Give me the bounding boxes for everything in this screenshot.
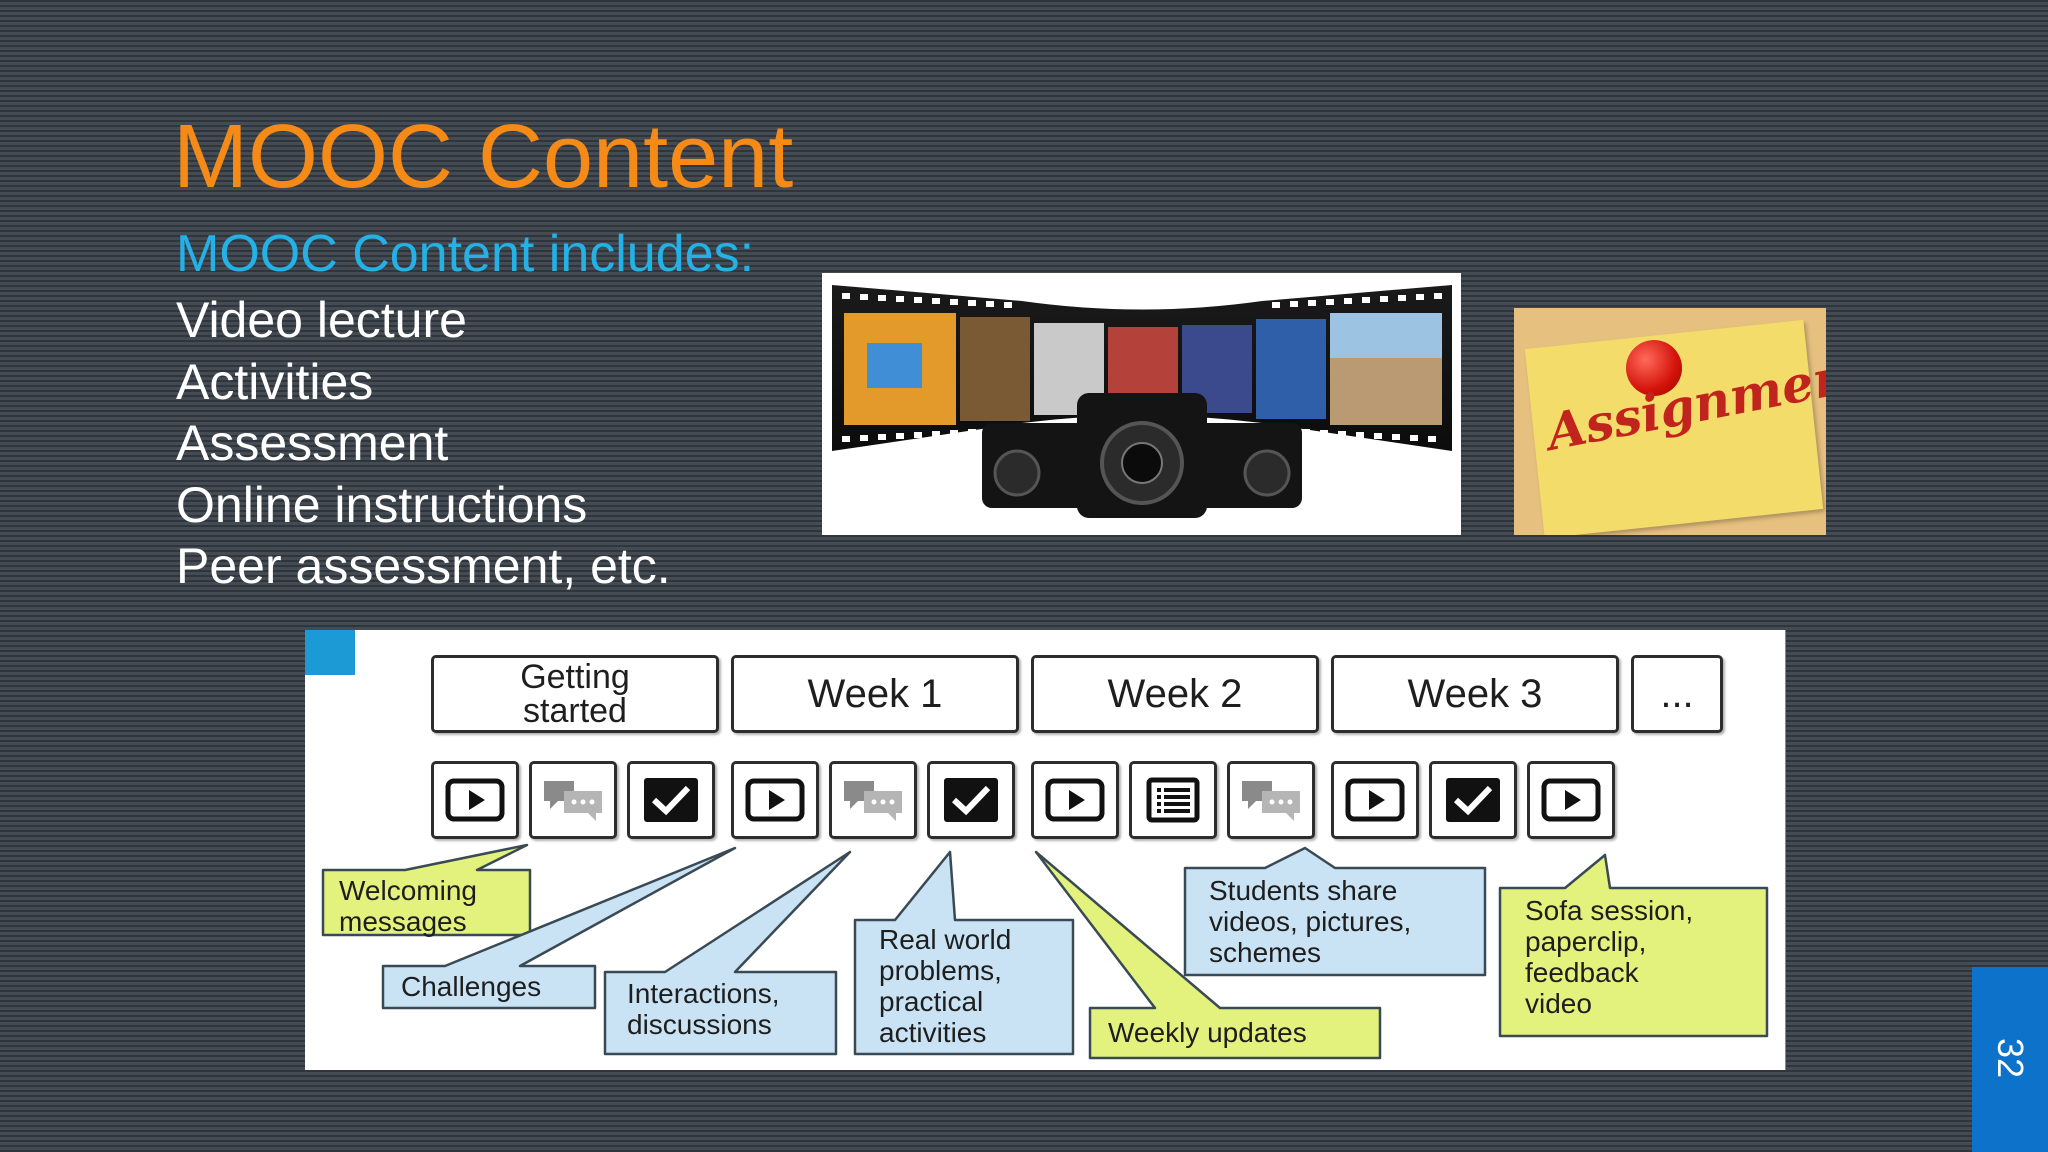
- list-item-activities: Activities: [176, 353, 374, 410]
- callout-line: activities: [879, 1017, 987, 1048]
- video-icon: [731, 761, 819, 839]
- chat-icon: [529, 761, 617, 839]
- tab-line: started: [523, 692, 627, 730]
- content-list: Video lecture Activities Assessment Onli…: [176, 290, 671, 598]
- callout-students-text: Students share videos, pictures, schemes: [1209, 875, 1411, 968]
- welcoming-callout: [321, 843, 532, 937]
- check-icon: [627, 761, 715, 839]
- callout-line: Real world: [879, 924, 1012, 955]
- check-icon: [927, 761, 1015, 839]
- interactions-callout: [603, 850, 852, 1056]
- callout-line: Welcoming: [339, 875, 477, 906]
- list-item-video-lecture: Video lecture: [176, 292, 467, 348]
- callout-line: video: [1525, 988, 1592, 1019]
- video-icon: [1527, 761, 1615, 839]
- callout-line: feedback: [1525, 957, 1639, 988]
- sofa-session-callout: [1498, 853, 1769, 1038]
- tab-week-1: Week 1: [731, 655, 1019, 733]
- chat-icon: [829, 761, 917, 839]
- callout-challenges-text: Challenges: [401, 971, 542, 1002]
- slide-title: MOOC Content: [173, 107, 794, 207]
- video-icon: [1031, 761, 1119, 839]
- callout-line: schemes: [1209, 937, 1322, 968]
- callout-welcoming-text: Welcoming messages: [339, 875, 477, 937]
- corner-accent: [305, 630, 355, 675]
- callout-line: messages: [339, 906, 467, 937]
- video-icon: [431, 761, 519, 839]
- video-icon: [1331, 761, 1419, 839]
- check-icon: [1429, 761, 1517, 839]
- weekly-updates-callout: [1034, 850, 1382, 1060]
- list-icon: [1129, 761, 1217, 839]
- callout-line: Interactions,: [627, 978, 780, 1009]
- callout-line: paperclip,: [1525, 926, 1647, 957]
- chat-icon: [1227, 761, 1315, 839]
- list-item-assessment: Assessment: [176, 415, 449, 471]
- callout-line: problems,: [879, 955, 1002, 986]
- callout-shapes: [321, 843, 1769, 1060]
- challenges-callout: [381, 846, 737, 1010]
- tab-more: ...: [1631, 655, 1723, 733]
- push-pin-icon: [1626, 340, 1682, 396]
- callout-line: Students share: [1209, 875, 1398, 906]
- callout-line: Sofa session,: [1525, 895, 1694, 926]
- students-callout: [1183, 846, 1487, 977]
- list-item-peer-assessment: Peer assessment, etc.: [176, 538, 671, 594]
- film-strip-cameras-image: [822, 273, 1461, 535]
- page-number-tab: 32: [1972, 967, 2048, 1152]
- callout-line: discussions: [627, 1009, 772, 1040]
- callout-weekly-updates-text: Weekly updates: [1108, 1017, 1307, 1048]
- callout-real-world-text: Real world problems, practical activitie…: [879, 924, 1011, 1048]
- slide-subtitle: MOOC Content includes:: [176, 225, 755, 283]
- real-world-callout: [853, 850, 1075, 1056]
- list-item-online-instructions: Online instructions: [176, 476, 588, 533]
- tab-week-2: Week 2: [1031, 655, 1319, 733]
- tab-line: Getting: [520, 658, 630, 696]
- tab-week-3: Week 3: [1331, 655, 1619, 733]
- callout-line: practical: [879, 986, 984, 1017]
- page-number: 32: [1989, 1037, 2031, 1079]
- callout-line: videos, pictures,: [1209, 906, 1412, 937]
- callout-sofa-session-text: Sofa session, paperclip, feedback video: [1525, 895, 1693, 1019]
- assignment-note-image: Assignment: [1514, 308, 1826, 535]
- callout-interactions-text: Interactions, discussions: [627, 978, 780, 1040]
